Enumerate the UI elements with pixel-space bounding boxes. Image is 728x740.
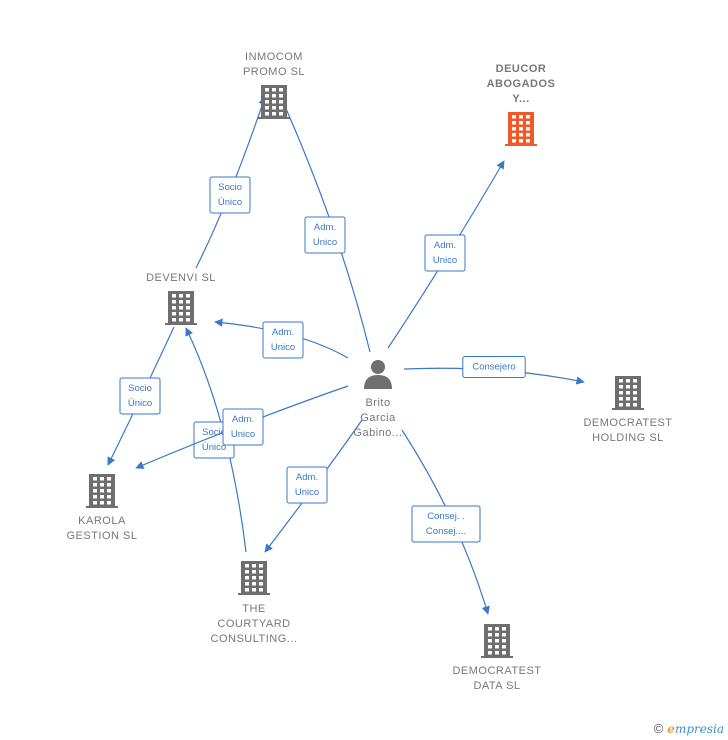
nodes-layer: INMOCOM PROMO SL DEUCOR ABOGADOS Y... DEVENVI… — [66, 51, 672, 692]
edge-label-box[interactable] — [286, 466, 328, 504]
edge-brito-to-inmocom: Adm. Unico — [279, 94, 371, 353]
edge-label-text: Socio — [202, 427, 226, 438]
copyright-symbol: © — [653, 721, 664, 736]
edge-label-text: Único — [202, 442, 226, 453]
building-icon — [505, 112, 537, 146]
node-label: ABOGADOS — [487, 78, 556, 90]
edge-label-box[interactable] — [209, 176, 251, 214]
node-label: CONSULTING... — [211, 633, 298, 645]
edge-brito-to-karola: Adm. Unico — [135, 385, 349, 469]
edge-label-text: Unico — [433, 255, 457, 266]
edge-label-text: Adm. — [434, 240, 456, 251]
edge-label-text: Adm. — [232, 414, 254, 425]
node-label: Y... — [512, 93, 529, 105]
node-brito[interactable]: BritoGarciaGabino... — [353, 360, 402, 439]
node-label: INMOCOM — [245, 51, 303, 63]
edge-label-box[interactable] — [462, 356, 526, 378]
edge-label-box[interactable] — [222, 408, 264, 446]
edge-label-text: Adm. — [314, 222, 336, 233]
edge-label-text: Único — [218, 197, 242, 208]
brand-logo: empresia — [667, 722, 724, 736]
node-label: HOLDING SL — [592, 432, 664, 444]
edge-label-box[interactable] — [304, 216, 346, 254]
edge-brito-to-democratest_data: Consej. . Consej.... — [401, 429, 490, 615]
edge-label-text: Unico — [295, 487, 319, 498]
person-icon — [364, 360, 392, 389]
node-label: COURTYARD — [217, 618, 290, 630]
edge-brito-to-deucor: Adm. Unico — [387, 160, 505, 349]
edge-label-box[interactable] — [262, 321, 304, 359]
edge-label-text: Consejero — [472, 362, 515, 373]
node-label: DEVENVI SL — [146, 272, 216, 284]
edge-label-text: Socio — [128, 383, 152, 394]
edge-label-box[interactable] — [411, 505, 481, 543]
edge-label-box[interactable] — [424, 234, 466, 272]
edge-label-text: Único — [128, 398, 152, 409]
building-icon — [165, 291, 197, 325]
footer-brand: ©empresia — [654, 721, 724, 736]
node-label: THE — [242, 603, 266, 615]
node-label: Brito — [365, 397, 390, 409]
node-deucor[interactable]: DEUCOR ABOGADOS Y... — [487, 63, 556, 146]
edge-brito-to-democratest_holding: Consejero — [403, 356, 585, 385]
edge-brito-to-devenvi: Adm. Unico — [214, 318, 349, 359]
node-label: PROMO SL — [243, 66, 305, 78]
edge-label-text: Socio — [218, 182, 242, 193]
edge-brito-to-courtyard: Adm. Unico — [264, 419, 363, 553]
node-label: KAROLA — [78, 515, 126, 527]
edge-label-text: Consej.... — [426, 526, 466, 537]
node-label: Garcia — [360, 412, 396, 424]
building-icon — [86, 474, 118, 508]
node-democratest_holding[interactable]: DEMOCRATEST HOLDING SL — [583, 376, 672, 444]
edge-label-text: Adm. — [296, 472, 318, 483]
building-icon — [258, 85, 290, 119]
node-label: DATA SL — [473, 680, 520, 692]
node-label: DEUCOR — [496, 63, 547, 75]
node-label: Gabino... — [353, 427, 402, 439]
building-icon — [612, 376, 644, 410]
node-devenvi[interactable]: DEVENVI SL — [146, 272, 216, 325]
edge-label-text: Consej. . — [427, 511, 465, 522]
node-label: DEMOCRATEST — [452, 665, 541, 677]
edge-label-text: Unico — [271, 342, 295, 353]
building-icon — [238, 561, 270, 595]
node-courtyard[interactable]: THE COURTYARD CONSULTING... — [211, 561, 298, 645]
node-karola[interactable]: KAROLA GESTION SL — [66, 474, 137, 542]
edge-label-box[interactable] — [119, 377, 161, 415]
node-democratest_data[interactable]: DEMOCRATEST DATA SL — [452, 624, 541, 692]
building-icon — [481, 624, 513, 658]
edge-label-text: Unico — [231, 429, 255, 440]
node-inmocom[interactable]: INMOCOM PROMO SL — [243, 51, 305, 119]
node-label: GESTION SL — [66, 530, 137, 542]
edge-label-text: Adm. — [272, 327, 294, 338]
node-label: DEMOCRATEST — [583, 417, 672, 429]
edge-label-text: Unico — [313, 237, 337, 248]
